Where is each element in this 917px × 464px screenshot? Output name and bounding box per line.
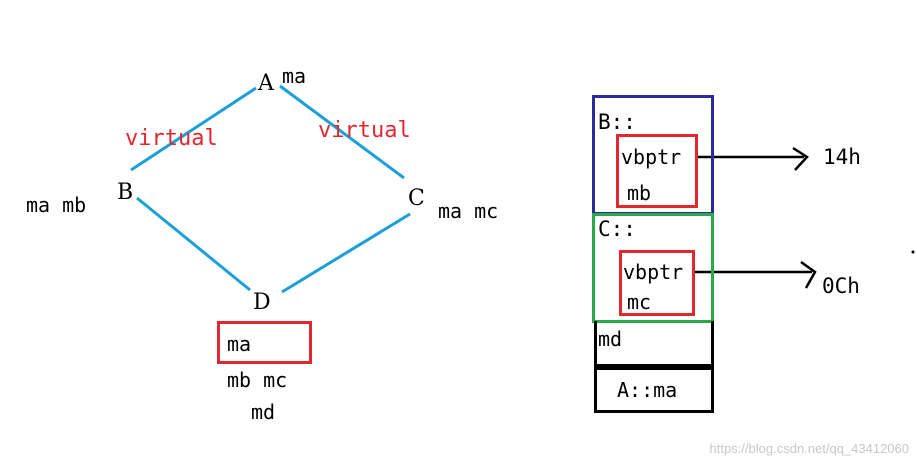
d-member-ma: ma: [227, 332, 252, 356]
arrow-c-offset: [695, 260, 817, 289]
layout-b-offset: 14h: [823, 145, 861, 169]
layout-c-offset: 0Ch: [822, 274, 860, 298]
stray-dot: [911, 250, 915, 254]
layout-c-vbptr: vbptr: [623, 260, 684, 284]
layout-d-member: md: [598, 327, 623, 351]
d-members-box: [217, 321, 312, 364]
node-c-members: ma mc: [438, 199, 499, 223]
layout-d-section: [594, 321, 714, 367]
layout-b-vbptr: vbptr: [621, 145, 682, 169]
node-b-label: B: [117, 180, 134, 205]
node-a-label: A: [258, 71, 274, 96]
layout-c-title: C::: [598, 217, 636, 241]
node-b-members: ma mb: [26, 193, 87, 217]
edge-a-b: [130, 86, 257, 172]
layout-b-vbptr-box: [616, 134, 698, 208]
layout-c-member: mc: [627, 290, 652, 314]
edge-c-d: [281, 212, 411, 294]
layout-virtual-base: [594, 367, 714, 413]
d-members-line2: mb mc: [227, 368, 288, 392]
node-d-label: D: [253, 290, 271, 315]
edge-label-right: virtual: [318, 118, 411, 143]
watermark: https://blog.csdn.net/qq_43412060: [709, 441, 910, 456]
edge-label-left: virtual: [125, 126, 218, 151]
layout-c-vbptr-box: [619, 250, 695, 316]
d-members-line3: md: [251, 400, 276, 424]
layout-c-section: [592, 213, 714, 323]
layout-virtual-base-label: A::ma: [617, 378, 678, 402]
layout-b-title: B::: [598, 110, 636, 134]
edge-a-c: [279, 84, 405, 180]
edge-b-d: [136, 196, 251, 292]
layout-b-member: mb: [627, 181, 652, 205]
node-a-members: ma: [282, 64, 307, 88]
node-c-label: C: [408, 186, 425, 211]
